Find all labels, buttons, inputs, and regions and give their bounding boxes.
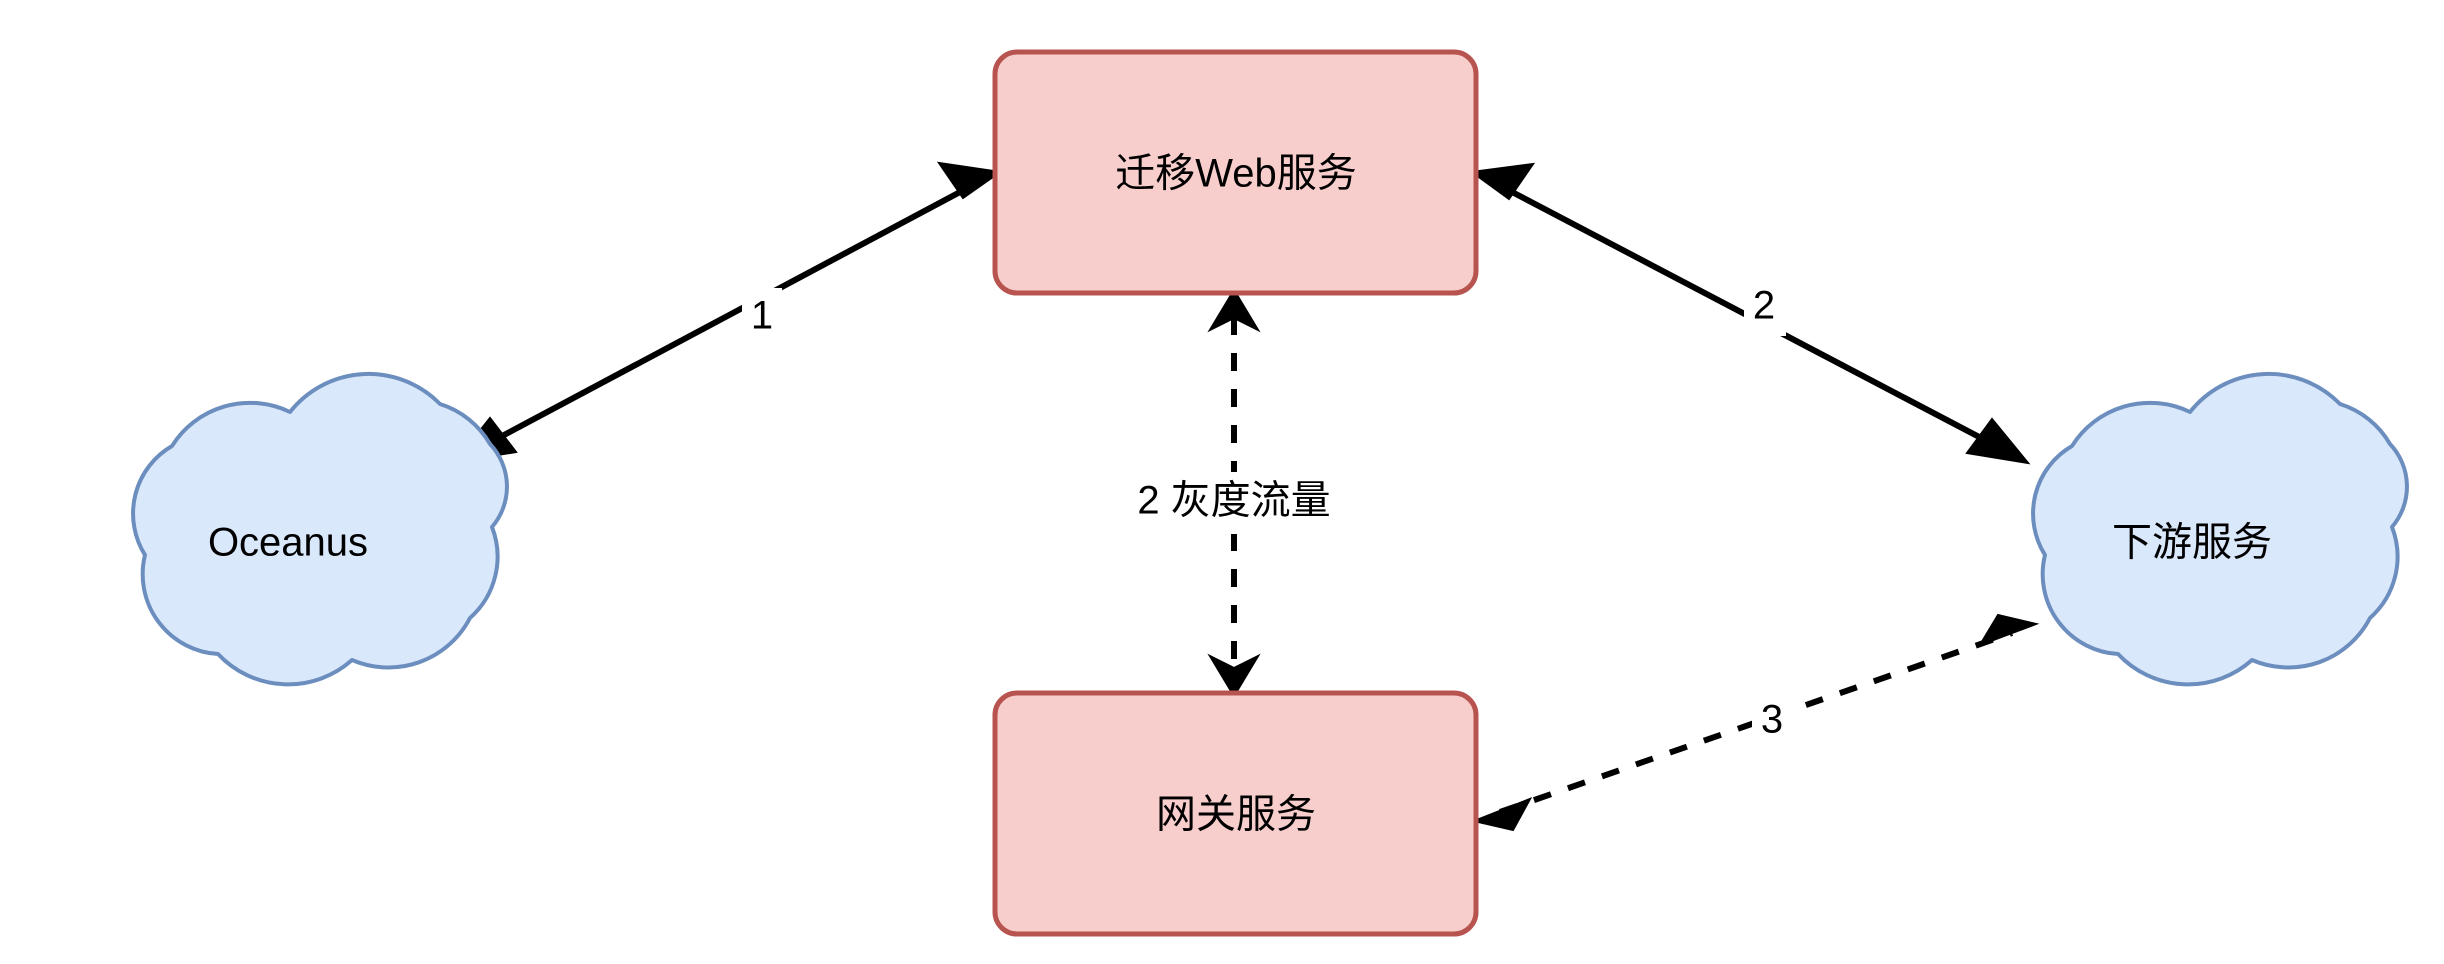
edge-1-arrowhead-end (936, 161, 1003, 200)
edge-1-line (487, 180, 979, 446)
edge-1-oceanus-to-migration-web-service[interactable] (452, 161, 1003, 464)
oceanus-cloud-shape (131, 371, 509, 687)
edge-3-gateway-to-migration-web-service[interactable] (1207, 288, 1261, 698)
migration-web-service-box (992, 49, 1479, 296)
edge-4-arrowhead-start (1470, 797, 1533, 832)
downstream-service-label: 下游服务 (2112, 521, 2272, 565)
node-downstream-service[interactable]: 下游服务 (2031, 371, 2409, 687)
edge-1-label: 1 (751, 294, 773, 338)
edge-2-arrowhead-start (1469, 162, 1536, 201)
edge-3-arrowhead-down (1207, 653, 1261, 698)
edge-1-label-backdrop (742, 288, 782, 346)
edge-2-label-backdrop (1744, 278, 1786, 336)
edge-2-label-group: 2 (1744, 278, 1786, 336)
edge-2-label: 2 (1753, 284, 1775, 328)
edge-4-arrowhead-end (1977, 613, 2040, 647)
edge-4-label: 3 (1761, 698, 1783, 742)
edge-3-label: 2 灰度流量 (1137, 479, 1330, 523)
edge-4-gateway-to-downstream-service[interactable] (1470, 613, 2040, 832)
node-migration-web-service[interactable]: 迁移Web服务 (992, 49, 1479, 296)
edge-3-label-backdrop (1122, 472, 1346, 534)
node-oceanus[interactable]: Oceanus (131, 371, 509, 687)
oceanus-label: Oceanus (208, 521, 368, 565)
edge-3-label-group: 2 灰度流量 (1122, 472, 1346, 534)
node-gateway-service[interactable]: 网关服务 (992, 690, 1479, 937)
edge-1-label-group: 1 (742, 288, 782, 346)
downstream-service-cloud-shape (2031, 371, 2409, 687)
edge-2-arrowhead-end (1965, 417, 2031, 465)
gateway-service-label: 网关服务 (1156, 793, 1316, 837)
gateway-service-box (992, 690, 1479, 937)
edge-4-label-backdrop (1752, 692, 1794, 750)
migration-web-service-label: 迁移Web服务 (1115, 152, 1357, 196)
edge-4-label-group: 3 (1752, 692, 1794, 750)
edge-3-arrowhead-up (1207, 288, 1261, 333)
